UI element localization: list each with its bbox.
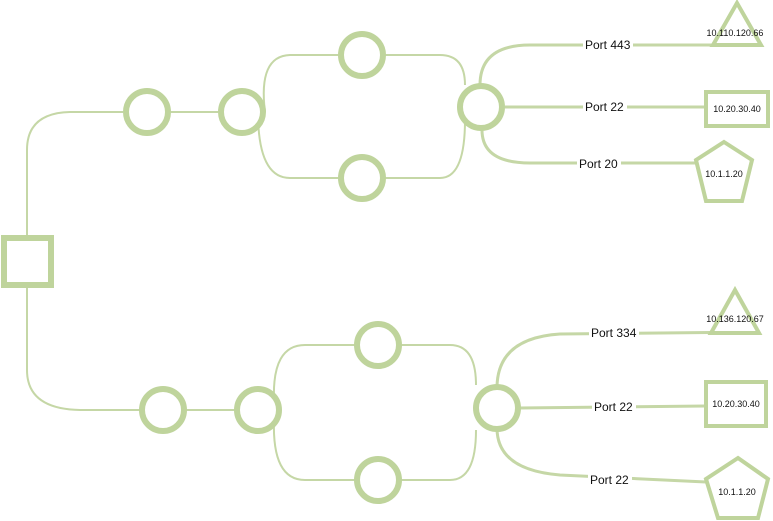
edge-top-merge-lower: [385, 119, 466, 179]
edge-top-split-lower: [257, 111, 338, 179]
top-node-lower[interactable]: [338, 154, 386, 202]
bottom-node-upper[interactable]: [354, 321, 402, 369]
svg-text:Port 334: Port 334: [591, 326, 637, 340]
svg-text:10.136.120.67: 10.136.120.67: [706, 314, 764, 324]
bottom-node-2[interactable]: [234, 386, 282, 434]
svg-text:10.1.1.20: 10.1.1.20: [718, 487, 756, 497]
bottom-hub-node[interactable]: [473, 384, 521, 432]
bottom-node-1[interactable]: [139, 386, 187, 434]
svg-text:10.20.30.40: 10.20.30.40: [713, 104, 761, 114]
top-node-2[interactable]: [218, 88, 266, 136]
svg-text:10.20.30.40: 10.20.30.40: [712, 399, 760, 409]
bottom-endpoint-triangle[interactable]: 10.136.120.67: [706, 285, 764, 335]
bottom-port-label-3: Port 22: [588, 473, 632, 487]
edge-bottom-split-lower: [272, 419, 355, 481]
triangle-icon: [709, 0, 765, 47]
pentagon-icon: [703, 455, 771, 520]
edge-bottom-split-upper: [272, 344, 355, 401]
svg-text:10.110.120.66: 10.110.120.66: [707, 28, 764, 38]
edge-top-split-upper: [262, 54, 338, 113]
bottom-port-label-2: Port 22: [592, 400, 636, 414]
pentagon-icon: [693, 139, 755, 203]
bottom-endpoint-square[interactable]: 10.20.30.40: [704, 380, 768, 428]
top-port-label-1: Port 443: [583, 38, 633, 52]
top-endpoint-triangle[interactable]: 10.110.120.66: [707, 0, 765, 47]
top-hub-node[interactable]: [457, 83, 505, 131]
edge-bottom-merge-lower: [400, 429, 477, 481]
edge-top-route-1: [478, 43, 720, 86]
top-port-label-2: Port 22: [583, 100, 627, 114]
edge-root-bottom: [26, 286, 140, 411]
bottom-endpoint-pentagon[interactable]: 10.1.1.20: [703, 455, 771, 520]
svg-text:10.1.1.20: 10.1.1.20: [705, 169, 743, 179]
edge-top-route-3: [480, 129, 696, 165]
triangle-icon: [707, 285, 763, 335]
top-node-upper[interactable]: [338, 31, 386, 79]
square-icon: [704, 380, 768, 428]
svg-text:Port 22: Port 22: [585, 100, 624, 114]
svg-text:Port 22: Port 22: [590, 473, 629, 487]
svg-text:Port 20: Port 20: [579, 157, 618, 171]
edge-top-merge-upper: [385, 54, 466, 86]
root-node[interactable]: [1, 235, 54, 288]
svg-text:Port 443: Port 443: [585, 38, 631, 52]
top-endpoint-square[interactable]: 10.20.30.40: [704, 90, 770, 128]
top-endpoint-pentagon[interactable]: 10.1.1.20: [693, 139, 755, 203]
edge-bottom-merge-upper: [400, 344, 477, 386]
svg-text:Port 22: Port 22: [594, 400, 633, 414]
edge-bottom-route-3: [495, 427, 707, 484]
bottom-port-label-1: Port 334: [589, 326, 639, 340]
square-icon: [704, 90, 770, 128]
bottom-node-lower[interactable]: [354, 456, 402, 504]
edge-bottom-route-1: [495, 330, 761, 389]
top-port-label-3: Port 20: [577, 157, 621, 171]
top-node-1[interactable]: [123, 88, 171, 136]
edge-root-top: [26, 111, 123, 238]
